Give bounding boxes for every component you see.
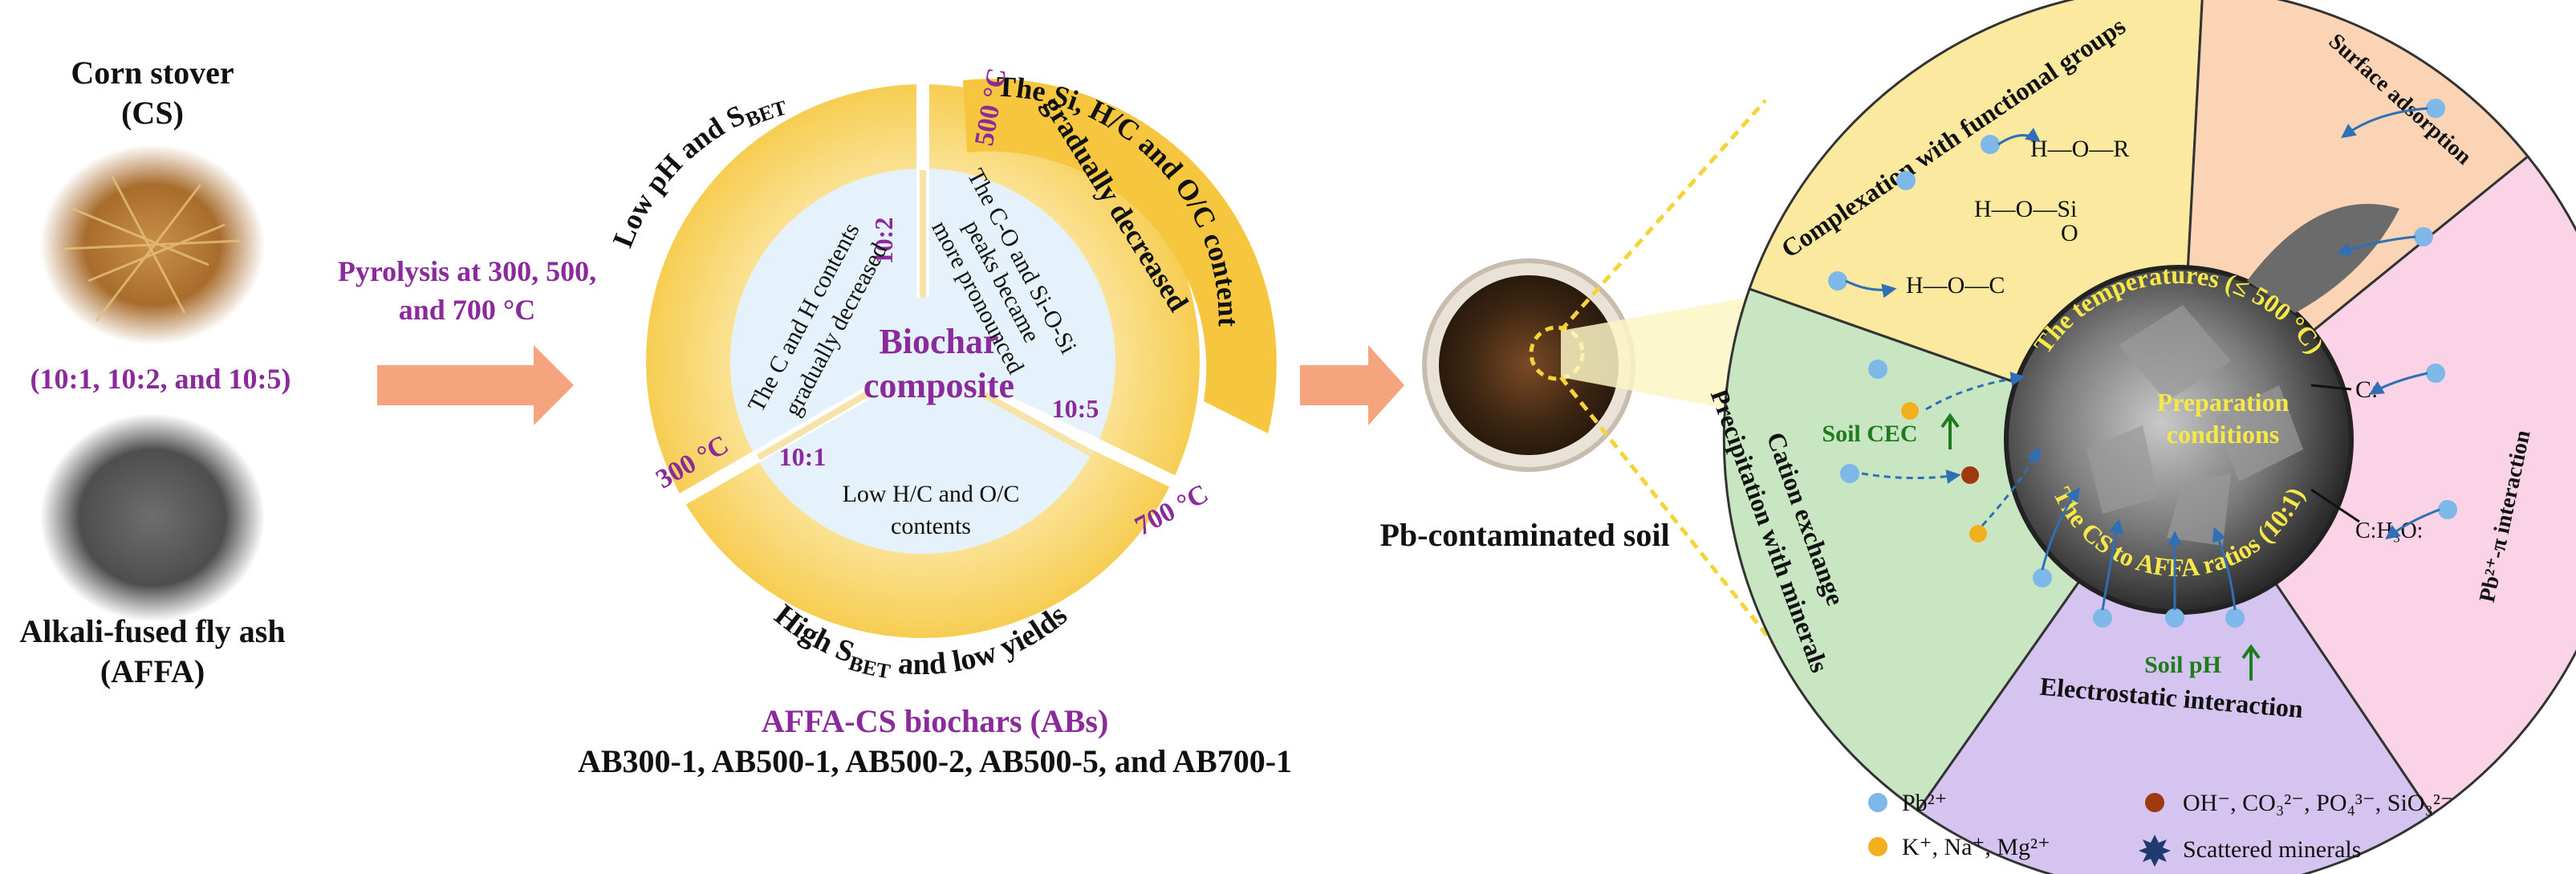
wheel-center [859,297,987,425]
ratio-range-label: (10:1, 10:2, and 10:5) [30,363,291,395]
legend-cation-label: K⁺, Na⁺, Mg²⁺ [1902,834,2050,860]
mechanism-wheel: The temperatures (≤ 500 °C) The CS to AF… [1705,0,2576,874]
raw-materials-panel: Corn stover (CS) (10:1, 10:2, and 10:5) … [19,55,291,689]
pb-ions [1828,99,2457,628]
chem-c-colon: C: [2355,376,2378,403]
products-list: AB300-1, AB500-1, AB500-2, AB500-5, and … [578,743,1292,779]
zoom-line-bottom [1559,376,1779,650]
legend-mineral-label: Scattered minerals [2183,836,2361,863]
biochar-wheel: Biochar composite Low pH and SBET The Si… [606,66,1277,683]
anion [1961,466,1979,484]
zoom-line-top [1559,99,1767,332]
sem-spike [2247,204,2399,313]
fly-ash-abbr: (AFFA) [100,653,205,689]
center-label-1: Preparation [2157,388,2290,417]
soil-sample [1422,258,1635,472]
pyrolysis-line-1: Pyrolysis at 300, 500, [338,255,596,287]
corn-stover-abbr: (CS) [121,95,184,131]
corn-stover-texture [63,176,242,322]
products-title: AFFA-CS biochars (ABs) [762,703,1109,739]
ratio-10-5-label: 10:5 [1052,394,1099,423]
wheel-center-line-2: composite [863,366,1014,405]
legend: Pb²⁺ K⁺, Na⁺, Mg²⁺ OH⁻, CO₃²⁻, PO₄³⁻, Si… [1868,790,2453,867]
legend-pb-label: Pb²⁺ [1902,790,1948,816]
sector-electrostatic [1916,437,2434,874]
to-soil-arrow [1300,345,1404,425]
soil-dish-content [1439,275,1619,455]
center-label-2: conditions [2167,420,2279,449]
chem-h-o-si: H—O—Si [1974,196,2077,222]
inner-bottom-line-1: Low H/C and O/C [843,481,1020,507]
cations [1901,402,1987,543]
legend-pb-swatch [1868,793,1887,812]
fly-ash-title: Alkali-fused fly ash [19,613,285,649]
wheel-500-tab [963,79,1277,433]
soil-cec-up-arrow [1940,413,1960,449]
inner-bottom-line-2: contents [891,513,971,539]
sem-texture [2086,305,2303,546]
fly-ash-image [40,413,265,622]
legend-cation-swatch [1868,837,1887,856]
chem-h-o-r: H—O—R [2030,136,2129,162]
sector-pi [2176,154,2576,817]
soil-label: Pb-contaminated soil [1379,517,1669,553]
ratio-10-1-label: 10:1 [779,442,827,471]
ratio-10-2-label: 10:2 [869,217,898,265]
pyrolysis-line-2: and 700 °C [399,294,535,326]
corn-stover-title: Corn stover [71,55,234,91]
pyrolysis-arrow [377,345,574,425]
label-soil-cec: Soil CEC [1822,421,1917,447]
legend-mineral-swatch [2139,835,2171,867]
chem-bond-2 [2310,488,2360,523]
wheel-center-line-1: Biochar [879,322,998,361]
interaction-arrows [1845,107,2440,611]
chem-h-o-c: H—O—C [1906,272,2005,299]
chem-o: O [2061,220,2078,246]
chem-bond-1 [2310,384,2352,391]
label-soil-ph: Soil pH [2144,652,2221,678]
soil-ph-up-arrow [2241,644,2261,681]
legend-anion-swatch [2145,793,2164,812]
legend-anion-label: OH⁻, CO₃²⁻, PO₄³⁻, SiO₃²⁻ [2183,790,2453,816]
